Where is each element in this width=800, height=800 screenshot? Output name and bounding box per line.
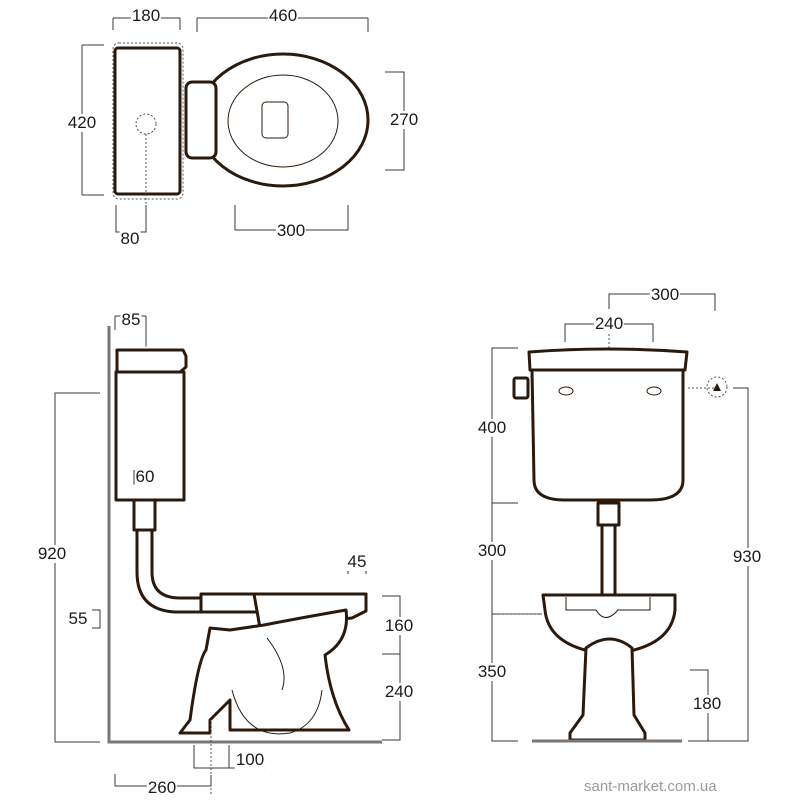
dim-side-pedestal-height: 240 — [383, 682, 415, 701]
front-view — [491, 293, 749, 743]
dim-front-cistern-height: 400 — [476, 418, 508, 437]
dim-side-rim-offset: 45 — [346, 552, 368, 571]
dim-top-inlet-offset: 80 — [119, 229, 141, 248]
dim-side-bowl-height: 160 — [383, 616, 415, 635]
dim-front-bowl-height: 350 — [476, 662, 508, 681]
top-seat — [196, 52, 370, 188]
dim-top-bowl-length: 460 — [267, 6, 299, 25]
dim-side-pipe-gap: 55 — [67, 609, 89, 628]
dim-side-total-height: 920 — [36, 544, 68, 563]
dim-side-flush-pipe: 60 — [134, 467, 156, 486]
dim-top-tank-width: 180 — [130, 6, 162, 25]
dim-front-outlet-height: 180 — [691, 694, 723, 713]
dim-front-water-inlet-height: 930 — [731, 547, 763, 566]
dim-side-outlet-distance: 260 — [146, 778, 178, 797]
dim-side-cistern-inlet: 85 — [120, 310, 142, 329]
dim-front-pipe-length: 300 — [476, 541, 508, 560]
top-tank — [113, 46, 182, 196]
side-view — [54, 315, 401, 795]
dim-side-outlet-width: 100 — [234, 750, 266, 769]
dim-front-handle-offset: 300 — [649, 285, 681, 304]
dim-top-bowl-width: 270 — [388, 110, 420, 129]
watermark: sant-market.com.ua — [584, 778, 717, 795]
dim-front-cistern-fixing: 240 — [593, 314, 625, 333]
dim-top-bowl-inner: 300 — [275, 221, 307, 240]
dim-top-depth: 420 — [66, 113, 98, 132]
top-view — [81, 17, 405, 233]
